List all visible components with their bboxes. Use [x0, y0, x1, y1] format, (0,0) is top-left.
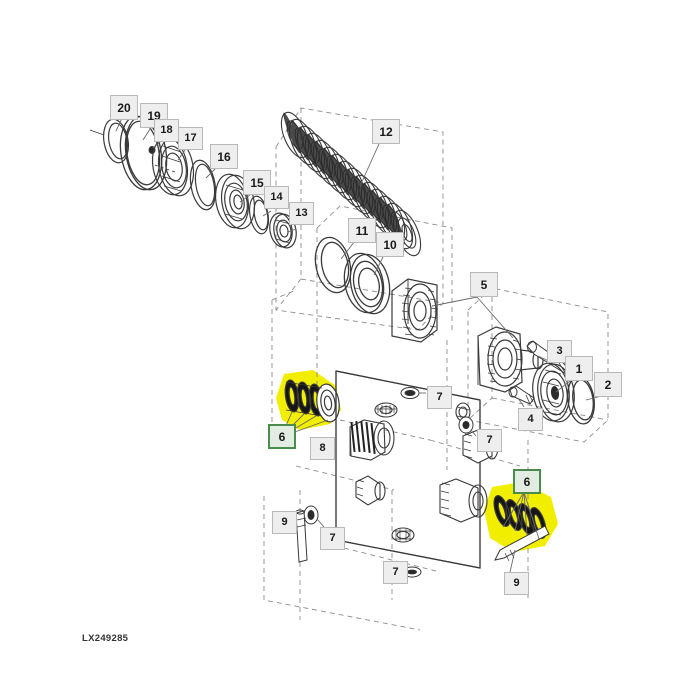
part-9-pin-left [295, 509, 308, 563]
callout-7a[interactable]: 7 [427, 386, 452, 409]
callout-9a[interactable]: 9 [272, 511, 297, 534]
part-10-bearing-race [343, 252, 391, 315]
callout-17[interactable]: 17 [178, 127, 203, 150]
part-7-washer-b [458, 416, 474, 434]
callout-15[interactable]: 15 [243, 170, 271, 195]
assembly-guide-boxes [263, 107, 609, 631]
callout-leader-lines [115, 117, 599, 573]
callout-8[interactable]: 8 [310, 437, 335, 460]
callout-13[interactable]: 13 [289, 202, 314, 225]
callout-1[interactable]: 1 [565, 356, 593, 381]
part-7-washer-c [303, 505, 319, 525]
part-5-housing-barrel [391, 278, 438, 343]
callout-7d[interactable]: 7 [383, 561, 408, 584]
part-6-left-bearing-stack [284, 379, 340, 423]
part-7-washer-a [400, 387, 420, 399]
callout-6-left[interactable]: 6 [268, 424, 296, 449]
part-9-pins [295, 509, 550, 563]
callout-7c[interactable]: 7 [320, 527, 345, 550]
callout-11[interactable]: 11 [348, 218, 376, 243]
part-code-text: LX249285 [82, 633, 129, 644]
callout-9b[interactable]: 9 [504, 572, 529, 595]
callout-20[interactable]: 20 [110, 95, 138, 120]
callout-12[interactable]: 12 [372, 119, 400, 144]
part-16-thin-ring [189, 159, 217, 211]
part-4-bolt [508, 385, 535, 405]
part-15-bearing [214, 173, 256, 230]
part-12-spring-pack [280, 111, 422, 257]
housing-internal-gears [349, 402, 499, 543]
callout-16[interactable]: 16 [210, 144, 238, 169]
callout-14[interactable]: 14 [264, 186, 289, 209]
callout-18[interactable]: 18 [154, 119, 179, 142]
part-9-pin-right [494, 525, 550, 562]
callout-5[interactable]: 5 [470, 272, 498, 297]
callout-2[interactable]: 2 [594, 372, 622, 397]
callout-6-right[interactable]: 6 [513, 469, 541, 494]
callout-7b[interactable]: 7 [477, 429, 502, 452]
callout-4[interactable]: 4 [518, 408, 543, 431]
callout-10[interactable]: 10 [376, 232, 404, 257]
